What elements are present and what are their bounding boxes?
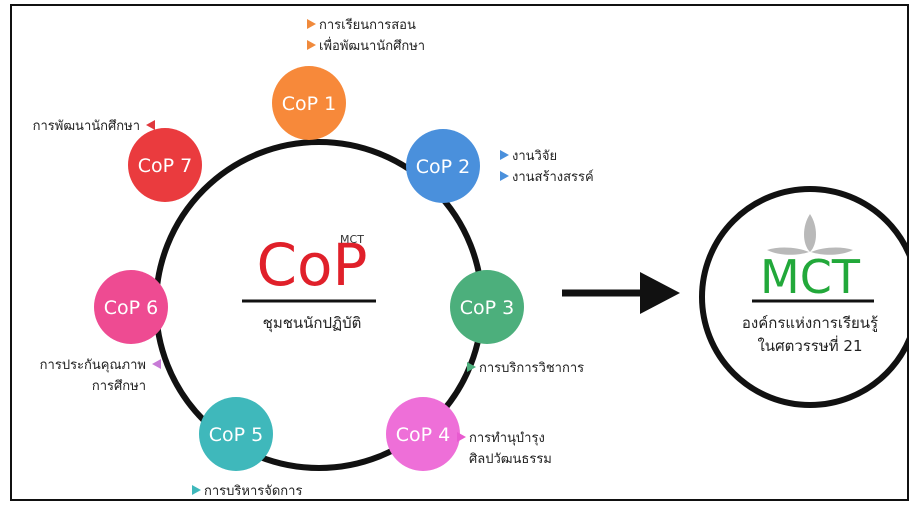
cop-note-text: การพัฒนานักศึกษา (33, 119, 140, 134)
cop-diagram: CoP MCT ชุมชนนักปฏิบัติ MCT องค์กรแห่งกา… (33, 17, 907, 499)
triangle-icon (152, 359, 161, 369)
cop-node-label: CoP 6 (104, 297, 158, 319)
cop-node-circle (406, 129, 480, 203)
cop-node-label: CoP 1 (282, 93, 336, 115)
cop-node-circle (272, 66, 346, 140)
cop-node-label: CoP 4 (396, 424, 450, 446)
cop-note-text: การบริการวิชาการ (479, 361, 584, 376)
cop-node-circle (386, 397, 460, 471)
cop-node-circle (450, 270, 524, 344)
center-title: CoP (257, 231, 368, 299)
cop-note-text: การทำนุบำรุง (469, 431, 545, 446)
triangle-icon (500, 171, 509, 181)
cop-node-2: CoP 2 (406, 129, 480, 203)
center-subtitle: ชุมชนนักปฏิบัติ (263, 314, 362, 333)
mct-subtitle-line-1: องค์กรแห่งการเรียนรู้ (742, 314, 878, 332)
mct-circle (699, 186, 907, 408)
triangle-icon (457, 432, 466, 442)
triangle-icon (307, 19, 316, 29)
cop-note-text: การบริหารจัดการ (204, 484, 302, 499)
cop-node-label: CoP 7 (138, 155, 192, 177)
cop-note: งานวิจัย (500, 149, 557, 164)
cop-note-text: งานสร้างสรรค์ (512, 169, 594, 185)
cop-node-label: CoP 5 (209, 424, 263, 446)
diagram-frame: CoP MCT ชุมชนนักปฏิบัติ MCT องค์กรแห่งกา… (10, 4, 909, 501)
leaf-logo-icon (767, 214, 853, 255)
cop-note-text: ศิลปวัฒนธรรม (469, 452, 552, 467)
center-superscript: MCT (340, 233, 364, 246)
cop-note-text: การประกันคุณภาพ (40, 358, 146, 373)
right-arrow-icon (562, 272, 680, 314)
cop-note: งานสร้างสรรค์ (500, 169, 594, 185)
cop-node-4: CoP 4 (386, 397, 460, 471)
cop-note: การประกันคุณภาพ (40, 358, 161, 373)
cop-note: ศิลปวัฒนธรรม (469, 452, 552, 467)
triangle-icon (467, 362, 476, 372)
cop-note-text: งานวิจัย (512, 149, 557, 164)
cop-node-label: CoP 2 (416, 156, 470, 178)
cop-node-circle (199, 397, 273, 471)
cop-note: การเรียนการสอน (307, 17, 416, 33)
cop-node-1: CoP 1 (272, 66, 346, 140)
cop-node-6: CoP 6 (94, 270, 168, 344)
triangle-icon (192, 485, 201, 495)
cop-node-3: CoP 3 (450, 270, 524, 344)
mct-title: MCT (760, 250, 861, 304)
triangle-icon (146, 120, 155, 130)
cop-note: การพัฒนานักศึกษา (33, 119, 155, 134)
cop-note-text: เพื่อพัฒนานักศึกษา (319, 37, 425, 54)
cop-node-5: CoP 5 (199, 397, 273, 471)
triangle-icon (307, 40, 316, 50)
cop-node-circle (128, 128, 202, 202)
cop-note: การบริการวิชาการ (467, 361, 584, 376)
cop-node-label: CoP 3 (460, 297, 514, 319)
cop-node-circle (94, 270, 168, 344)
cop-note: เพื่อพัฒนานักศึกษา (307, 37, 425, 54)
cop-note: การบริหารจัดการ (192, 484, 302, 499)
triangle-icon (500, 150, 509, 160)
cop-note-text: การเรียนการสอน (319, 17, 416, 33)
cop-note-text: การศึกษา (92, 379, 146, 394)
cop-note: การทำนุบำรุง (457, 431, 545, 446)
cop-node-7: CoP 7 (128, 128, 202, 202)
cop-note: การศึกษา (92, 379, 146, 394)
mct-subtitle-line-2: ในศตวรรษที่ 21 (757, 335, 862, 355)
